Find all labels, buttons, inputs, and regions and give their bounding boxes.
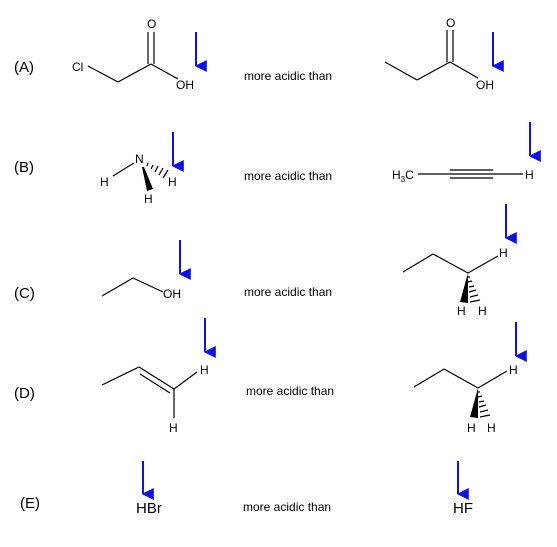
row-b: (B) more acidic than N H H H H3C xyxy=(14,122,541,206)
atom-h: H xyxy=(499,246,508,260)
comparison-text: more acidic than xyxy=(246,384,334,398)
bond xyxy=(112,162,135,177)
atom-h: H xyxy=(457,304,466,318)
atom-h: H xyxy=(525,168,534,182)
double-bond xyxy=(139,373,171,394)
wedge-bond xyxy=(142,167,153,191)
row-label: (E) xyxy=(20,495,40,512)
hashed-bond xyxy=(146,162,169,179)
atom-oh: OH xyxy=(176,78,194,92)
row-a: (A) more acidic than Cl O OH O OH xyxy=(14,16,504,92)
ethanol-structure: OH xyxy=(101,277,181,301)
propanoic-acid-structure: O OH xyxy=(384,16,494,92)
bond xyxy=(384,61,418,81)
atom-o: O xyxy=(446,16,455,30)
row-label: (C) xyxy=(14,285,35,302)
atom-h: H xyxy=(509,363,518,377)
bond xyxy=(402,253,434,273)
comparison-text: more acidic than xyxy=(244,69,332,83)
bond xyxy=(449,61,479,79)
atom-oh: OH xyxy=(476,78,494,92)
hashed-bond xyxy=(477,391,491,418)
bond xyxy=(173,371,198,390)
row-c: (C) more acidic than OH H H H xyxy=(14,204,517,318)
bond xyxy=(101,277,134,297)
row-label: (B) xyxy=(14,159,34,176)
atom-oh: OH xyxy=(163,287,181,301)
wedge-bond xyxy=(470,388,478,418)
atom-h3c: H3C xyxy=(392,168,414,184)
atom-h: H xyxy=(168,175,177,189)
row-d: (D) more acidic than H H H H xyxy=(14,318,527,435)
propane-structure: H H H xyxy=(402,246,508,318)
double-bond xyxy=(138,366,175,390)
atom-n: N xyxy=(135,152,144,166)
atom-h: H xyxy=(100,175,109,189)
bond xyxy=(432,253,469,274)
propyne-structure: H3C H xyxy=(392,168,534,184)
atom-h: H xyxy=(487,421,496,435)
bond xyxy=(132,277,164,293)
propene-structure: H H xyxy=(101,363,209,435)
chloroacetic-acid-structure: Cl O OH xyxy=(72,17,194,92)
bond xyxy=(443,368,479,389)
wedge-bond xyxy=(460,273,468,303)
comparison-text: more acidic than xyxy=(243,500,331,514)
atom-o: O xyxy=(147,17,156,31)
atom-h: H xyxy=(200,363,209,377)
bond xyxy=(413,368,445,388)
comparison-text: more acidic than xyxy=(244,285,332,299)
bond xyxy=(117,63,152,83)
bond xyxy=(150,63,179,80)
atom-h: H xyxy=(144,192,153,206)
row-label: (D) xyxy=(14,385,35,402)
atom-cl: Cl xyxy=(72,60,83,74)
hashed-bond xyxy=(467,276,481,303)
formula-hbr: HBr xyxy=(136,500,162,517)
formula-hf: HF xyxy=(453,500,473,517)
atom-h: H xyxy=(467,421,476,435)
bond xyxy=(477,370,508,389)
ammonia-structure: N H H H xyxy=(100,152,177,206)
bond xyxy=(87,65,119,83)
bond xyxy=(101,366,140,386)
row-e: (E) more acidic than HBr HF xyxy=(20,461,473,517)
comparison-text: more acidic than xyxy=(244,169,332,183)
propane-structure: H H H xyxy=(413,363,518,435)
bond xyxy=(416,61,451,81)
row-label: (A) xyxy=(14,59,34,76)
bond xyxy=(467,255,499,274)
atom-h: H xyxy=(169,421,178,435)
atom-h: H xyxy=(478,304,487,318)
